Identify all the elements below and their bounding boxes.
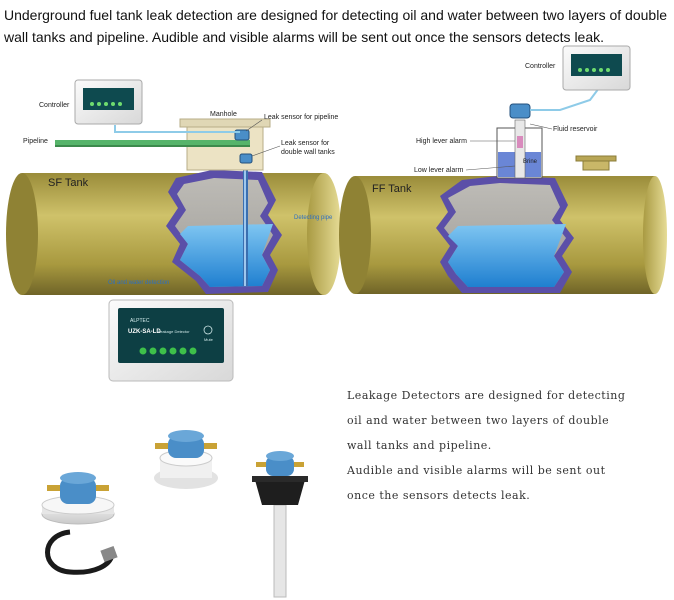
ff-tank-left-end — [339, 176, 371, 294]
device-mute: Mute — [204, 337, 214, 342]
device-light-6 — [189, 347, 197, 355]
detecting-pipe-label: Detecting pipe — [294, 215, 333, 221]
device-panel: ALPTEC UZK-SA-LD Leakage Detector Mute — [108, 299, 234, 382]
ff-tank-label: FF Tank — [372, 183, 412, 195]
intro-text: Underground fuel tank leak detection are… — [4, 7, 668, 45]
device-subtitle: Leakage Detector — [158, 329, 190, 334]
base-mounted-sensor — [154, 430, 218, 489]
device-model: UZK-SA-LD — [128, 329, 161, 335]
device-light-2 — [149, 347, 157, 355]
flange-sensor-with-cable — [41, 472, 118, 575]
reservoir-sensor — [509, 103, 531, 119]
device-light-1 — [139, 347, 147, 355]
oil-water-label: Oil and water detection — [108, 280, 169, 286]
ff-tank-right-end — [643, 176, 667, 294]
sf-tank-liquid — [180, 224, 273, 287]
manhole-label: Manhole — [210, 111, 237, 118]
device-light-5 — [179, 347, 187, 355]
tank-leak-sensor — [239, 153, 253, 164]
fluid-reservoir-label: Fluid reservoir — [553, 126, 598, 133]
description-line: wall tanks and pipeline. — [347, 439, 492, 452]
ff-controller-label: Controller — [525, 63, 556, 70]
pipeline-label: Pipeline — [23, 138, 48, 145]
ff-tank-diagram: FF Tank Controller High lever alarm Flui… — [339, 45, 667, 294]
pipeline — [55, 140, 250, 145]
ff-tank-liquid — [448, 224, 566, 287]
description-line: oil and water between two layers of doub… — [347, 414, 610, 427]
sf-tank-label: SF Tank — [48, 177, 89, 189]
device-light-4 — [169, 347, 177, 355]
description-line: once the sensors detects leak. — [347, 489, 531, 502]
sf-tank-right-end — [307, 173, 341, 295]
description-line: Audible and visible alarms will be sent … — [347, 464, 606, 477]
sf-tank-left-end — [6, 173, 38, 295]
description-line: Leakage Detectors are designed for detec… — [347, 389, 626, 402]
leak-sensor-pipeline-label: Leak sensor for pipeline — [264, 114, 338, 121]
leak-sensor-tank-label-2: double wall tanks — [281, 149, 335, 156]
probe-level-sensor — [252, 451, 308, 598]
device-brand: ALPTEC — [130, 318, 150, 324]
sf-controller-label: Controller — [39, 102, 70, 109]
sf-tank-diagram: SF Tank Controller Manhole Leak sensor f… — [6, 79, 341, 295]
device-light-3 — [159, 347, 167, 355]
high-alarm-label: High lever alarm — [416, 138, 467, 145]
brine-label: Brine — [523, 159, 538, 165]
description-text: Leakage Detectors are designed for detec… — [347, 383, 667, 508]
device-lights — [139, 347, 197, 355]
leak-sensor-tank-label-1: Leak sensor for — [281, 140, 330, 147]
low-alarm-label: Low lever alarm — [414, 167, 464, 174]
